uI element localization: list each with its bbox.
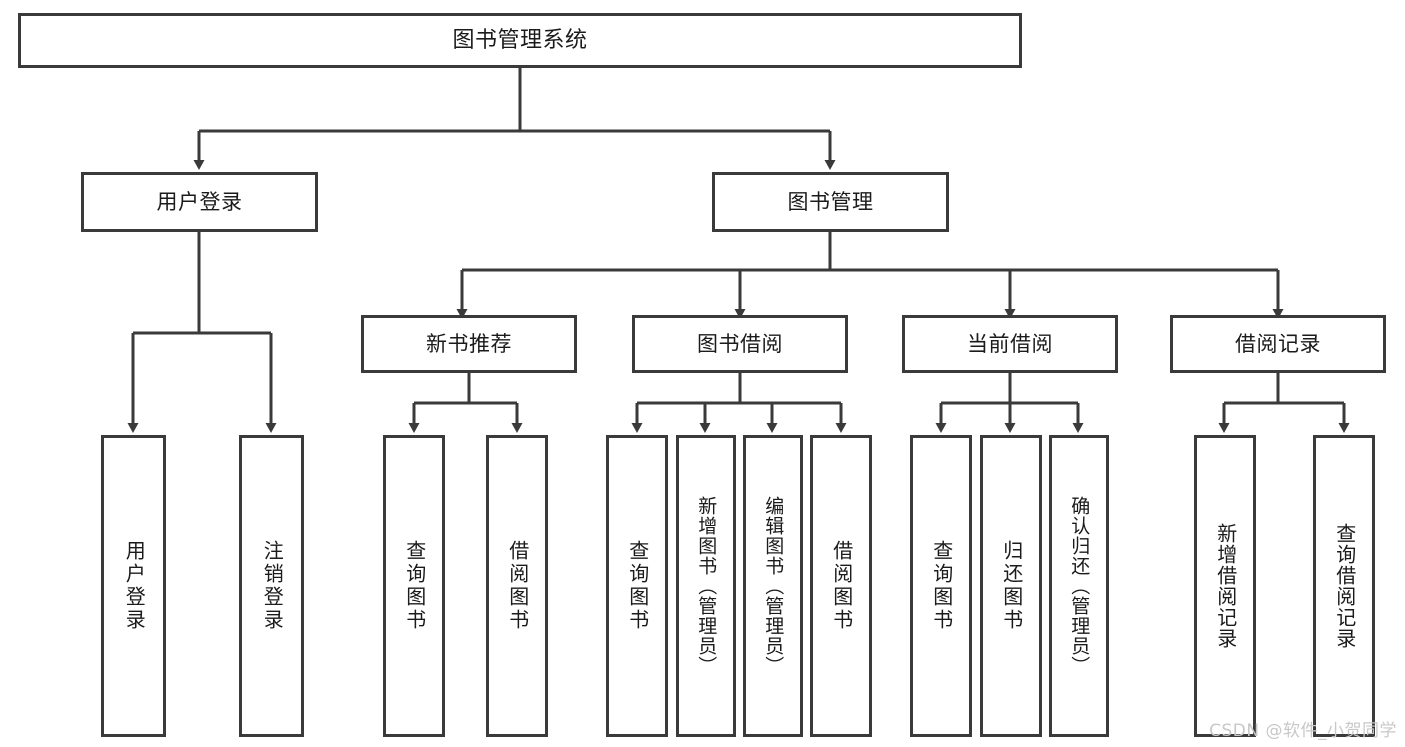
node-new-book-recommend[interactable]: 新书推荐 [361,315,577,373]
leaf-user-login[interactable]: 用户登录 [101,435,166,737]
leaf-query-book-3-label: 查询图书 [929,540,954,632]
node-current-borrow[interactable]: 当前借阅 [902,315,1118,373]
leaf-user-login-label: 用户登录 [122,540,147,632]
node-new-book-recommend-label: 新书推荐 [426,331,512,356]
leaf-add-book-label: 新增图书（管理员） [695,496,718,676]
leaf-add-record[interactable]: 新增借阅记录 [1194,435,1256,737]
leaf-query-book-1[interactable]: 查询图书 [383,435,445,737]
leaf-query-book-3[interactable]: 查询图书 [910,435,972,737]
leaf-return-book[interactable]: 归还图书 [980,435,1042,737]
leaf-edit-book-label: 编辑图书（管理员） [762,496,785,676]
leaf-user-logout[interactable]: 注销登录 [239,435,304,737]
leaf-borrow-book-2[interactable]: 借阅图书 [810,435,872,737]
leaf-confirm-return-label: 确认归还（管理员） [1068,496,1091,676]
leaf-borrow-book-2-label: 借阅图书 [829,540,854,632]
leaf-query-book-2-label: 查询图书 [625,540,650,632]
leaf-add-book[interactable]: 新增图书（管理员） [676,435,736,737]
node-user-login[interactable]: 用户登录 [81,172,318,232]
leaf-edit-book[interactable]: 编辑图书（管理员） [743,435,803,737]
leaf-borrow-book-1-label: 借阅图书 [505,540,530,632]
watermark: CSDN @软件_小贺同学 [1209,721,1397,741]
leaf-borrow-book-1[interactable]: 借阅图书 [486,435,548,737]
node-book-management[interactable]: 图书管理 [712,172,949,232]
node-borrow-record[interactable]: 借阅记录 [1170,315,1386,373]
leaf-return-book-label: 归还图书 [999,540,1024,632]
leaf-query-record-label: 查询借阅记录 [1332,523,1357,649]
leaf-query-book-1-label: 查询图书 [402,540,427,632]
node-current-borrow-label: 当前借阅 [967,331,1053,356]
node-root[interactable]: 图书管理系统 [18,13,1022,68]
node-book-borrow-label: 图书借阅 [697,331,783,356]
leaf-query-book-2[interactable]: 查询图书 [606,435,668,737]
node-root-label: 图书管理系统 [452,27,588,53]
leaf-query-record[interactable]: 查询借阅记录 [1313,435,1375,737]
node-book-borrow[interactable]: 图书借阅 [632,315,848,373]
node-borrow-record-label: 借阅记录 [1235,331,1321,356]
node-user-login-label: 用户登录 [156,189,243,214]
leaf-add-record-label: 新增借阅记录 [1213,523,1238,649]
leaf-confirm-return[interactable]: 确认归还（管理员） [1049,435,1109,737]
leaf-user-logout-label: 注销登录 [260,540,285,632]
node-book-management-label: 图书管理 [787,189,874,214]
